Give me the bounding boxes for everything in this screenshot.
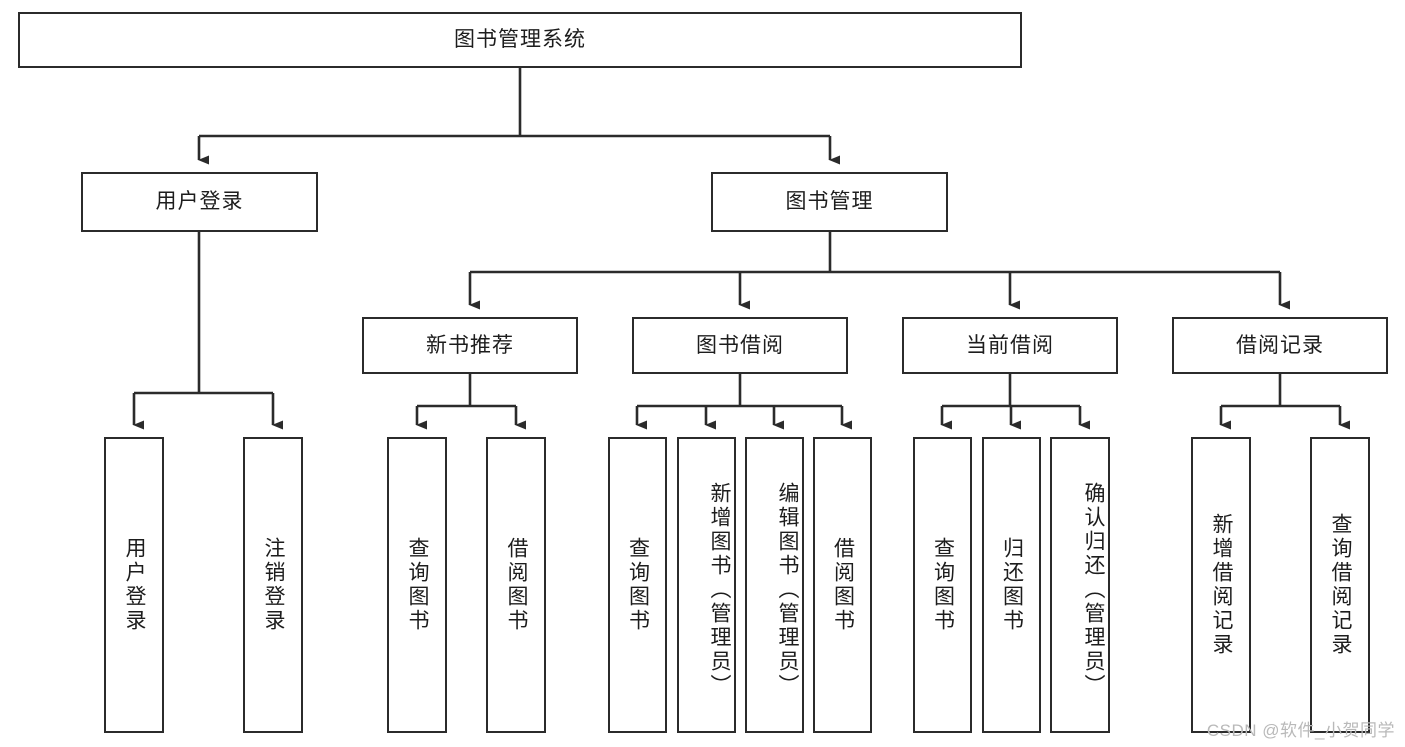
node-borrow-records[interactable]: 借阅记录: [1172, 317, 1388, 374]
node-leaf-borrow-book[interactable]: 借阅图书: [813, 437, 872, 733]
node-new-book-recommend-label: 新书推荐: [426, 333, 514, 357]
node-book-borrow-label: 图书借阅: [696, 333, 784, 357]
node-leaf-query-book-current[interactable]: 查询图书: [913, 437, 972, 733]
node-book-management-label: 图书管理: [785, 190, 874, 214]
node-borrow-records-label: 借阅记录: [1236, 333, 1324, 357]
node-leaf-borrow-book-recommend[interactable]: 借阅图书: [486, 437, 546, 733]
node-leaf-label: 查询图书: [406, 537, 429, 633]
node-leaf-edit-book-admin[interactable]: 编辑图书（管理员）: [745, 437, 804, 733]
node-leaf-label: 查询借阅记录: [1329, 513, 1352, 657]
node-book-borrow[interactable]: 图书借阅: [632, 317, 848, 374]
node-leaf-label: 新增借阅记录: [1210, 513, 1233, 657]
node-leaf-label: 注销登录: [262, 537, 285, 633]
node-leaf-add-book-admin[interactable]: 新增图书（管理员）: [677, 437, 736, 733]
node-new-book-recommend[interactable]: 新书推荐: [362, 317, 578, 374]
node-user-login[interactable]: 用户登录: [81, 172, 318, 232]
node-current-borrow-label: 当前借阅: [966, 333, 1054, 357]
node-leaf-confirm-return-admin[interactable]: 确认归还（管理员）: [1050, 437, 1110, 733]
node-root-label: 图书管理系统: [454, 28, 586, 52]
node-leaf-return-book[interactable]: 归还图书: [982, 437, 1041, 733]
node-leaf-logout[interactable]: 注销登录: [243, 437, 303, 733]
node-book-management[interactable]: 图书管理: [711, 172, 948, 232]
node-user-login-label: 用户登录: [155, 190, 244, 214]
node-leaf-label: 查询图书: [931, 537, 955, 633]
node-leaf-label: 编辑图书（管理员）: [776, 482, 799, 698]
node-leaf-add-borrow-record[interactable]: 新增借阅记录: [1191, 437, 1251, 733]
node-leaf-query-borrow-record[interactable]: 查询借阅记录: [1310, 437, 1370, 733]
node-leaf-label: 借阅图书: [505, 537, 528, 633]
node-leaf-label: 用户登录: [123, 537, 146, 633]
node-leaf-label: 新增图书（管理员）: [708, 482, 731, 698]
node-leaf-label: 归还图书: [1000, 537, 1024, 633]
node-leaf-label: 查询图书: [626, 537, 650, 633]
node-leaf-user-login[interactable]: 用户登录: [104, 437, 164, 733]
node-root-system[interactable]: 图书管理系统: [18, 12, 1022, 68]
node-leaf-label: 借阅图书: [831, 537, 855, 633]
node-current-borrow[interactable]: 当前借阅: [902, 317, 1118, 374]
node-leaf-query-book-borrow[interactable]: 查询图书: [608, 437, 667, 733]
node-leaf-query-book-recommend[interactable]: 查询图书: [387, 437, 447, 733]
node-leaf-label: 确认归还（管理员）: [1082, 482, 1105, 698]
